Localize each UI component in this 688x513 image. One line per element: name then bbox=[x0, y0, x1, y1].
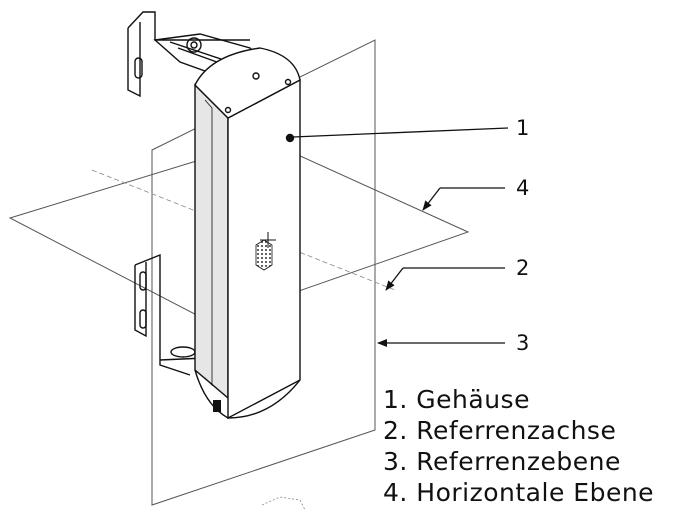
legend-item-housing: 1. Gehäuse bbox=[383, 385, 530, 414]
legend-item-horizontal-plane: 4. Horizontale Ebene bbox=[383, 478, 655, 507]
horizontal-plane bbox=[8, 139, 470, 323]
leader-1 bbox=[292, 127, 509, 138]
legend-item-reference-plane: 3. Referrenzebene bbox=[383, 447, 621, 476]
legend-item-reference-axis: 2. Referrenzachse bbox=[383, 416, 617, 445]
stray-mark bbox=[261, 496, 306, 511]
arrow-2 bbox=[385, 267, 404, 291]
arrow-4 bbox=[422, 187, 441, 211]
legend-list: 1. Gehäuse 2. Referrenzachse 3. Referren… bbox=[383, 384, 654, 508]
callout-number-2: 2 bbox=[516, 256, 530, 280]
reference-plane bbox=[151, 39, 376, 506]
callout-number-4: 4 bbox=[516, 176, 530, 200]
callout-number-3: 3 bbox=[516, 331, 530, 355]
speaker-housing bbox=[194, 47, 301, 420]
callout-number-1: 1 bbox=[516, 116, 530, 140]
